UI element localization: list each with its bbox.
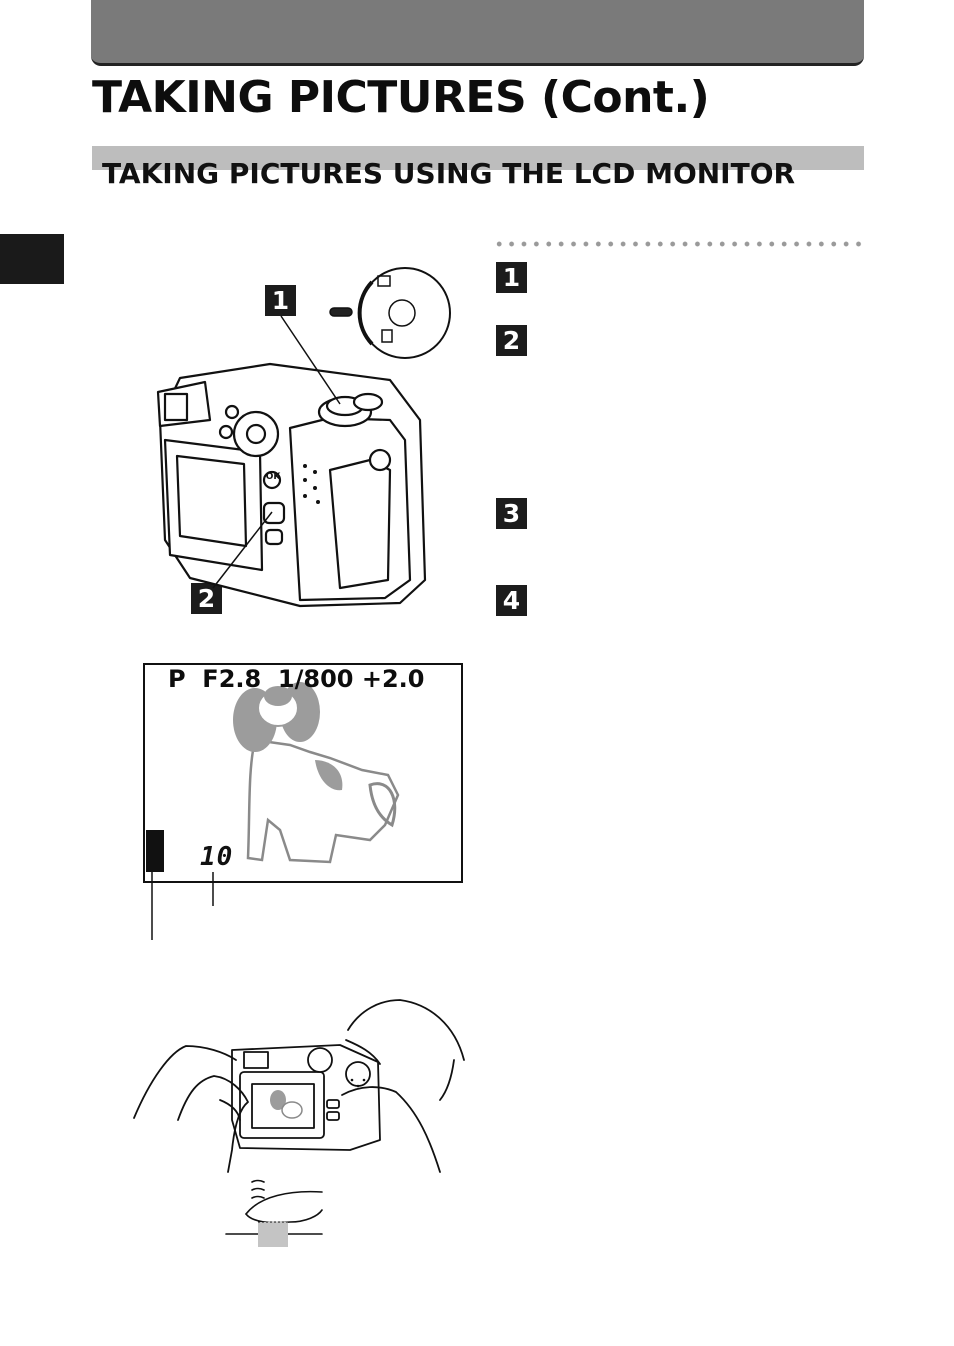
step-badge-1: 1	[496, 262, 527, 293]
battery-indicator-icon	[146, 830, 164, 872]
shutter-button-icon	[258, 1222, 288, 1247]
section-band	[92, 146, 864, 170]
camera-callout-1: 1	[265, 285, 296, 316]
dotted-divider	[493, 240, 865, 248]
dog-illustration	[233, 682, 400, 864]
camera-callout-2: 2	[191, 583, 222, 614]
mode-dial-icon	[329, 267, 451, 359]
step-badge-4: 4	[496, 585, 527, 616]
header-bar	[91, 0, 864, 66]
page-title: TAKING PICTURES (Cont.)	[92, 72, 710, 123]
lcd-exposure-readout: P F2.8 1/800 +2.0	[168, 665, 425, 693]
ok-button-label: OK	[265, 472, 281, 482]
step-badge-2: 2	[496, 325, 527, 356]
chapter-tab	[0, 234, 64, 284]
section-title: TAKING PICTURES USING THE LCD MONITOR	[102, 157, 796, 190]
lcd-frame-count: 10	[200, 842, 234, 872]
camera-body-icon	[156, 362, 427, 608]
step-badge-3: 3	[496, 498, 527, 529]
